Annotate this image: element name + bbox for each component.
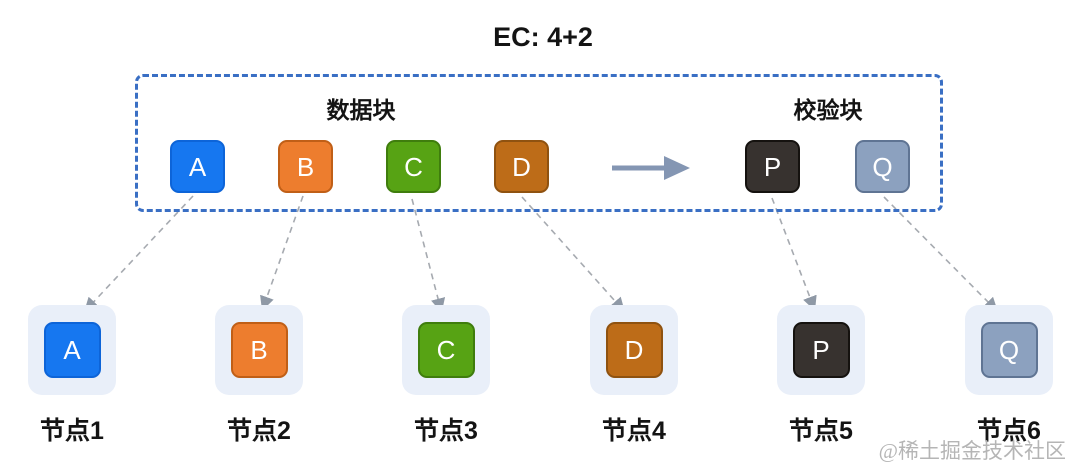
node-2-block-b: B [230, 322, 288, 378]
node-5-label: 节点5 [789, 417, 853, 445]
node-1: A 节点1 [28, 305, 116, 447]
connector-q-to-node6 [883, 196, 999, 313]
watermark: @稀土掘金技术社区 [878, 439, 1066, 463]
node-6-card: Q [965, 305, 1053, 395]
node-4-block-d: D [605, 322, 663, 378]
node-3-block-c: C [417, 322, 475, 378]
node-4: D 节点4 [590, 305, 678, 447]
connector-c-to-node3 [411, 198, 446, 313]
node-6-label: 节点6 [977, 417, 1041, 445]
node-4-card: D [590, 305, 678, 395]
node-2-label: 节点2 [227, 417, 291, 445]
node-3-card: C [402, 305, 490, 395]
connector-d-to-node4 [521, 196, 625, 313]
ec-stripe-box [135, 74, 943, 212]
data-blocks-label: 数据块 [326, 97, 396, 123]
node-5-block-p: P [792, 322, 850, 378]
node-3-label: 节点3 [414, 417, 478, 445]
node-4-label: 节点4 [602, 417, 666, 445]
diagram-title: EC: 4+2 [493, 22, 593, 52]
node-1-card: A [28, 305, 116, 395]
node-6: Q 节点6 [965, 305, 1053, 447]
data-block-a: A [170, 140, 225, 193]
data-block-d: D [494, 140, 549, 193]
connector-p-to-node5 [771, 197, 817, 311]
node-5-card: P [777, 305, 865, 395]
node-2: B 节点2 [215, 305, 303, 447]
node-1-block-a: A [43, 322, 101, 378]
parity-block-q: Q [855, 140, 910, 193]
node-6-block-q: Q [980, 322, 1038, 378]
node-1-label: 节点1 [40, 417, 104, 445]
connector-b-to-node2 [260, 195, 304, 311]
data-block-c: C [386, 140, 441, 193]
connector-a-to-node1 [84, 195, 194, 313]
node-2-card: B [215, 305, 303, 395]
node-5: P 节点5 [777, 305, 865, 447]
node-3: C 节点3 [402, 305, 490, 447]
parity-block-p: P [745, 140, 800, 193]
data-block-b: B [278, 140, 333, 193]
parity-blocks-label: 校验块 [793, 97, 863, 123]
